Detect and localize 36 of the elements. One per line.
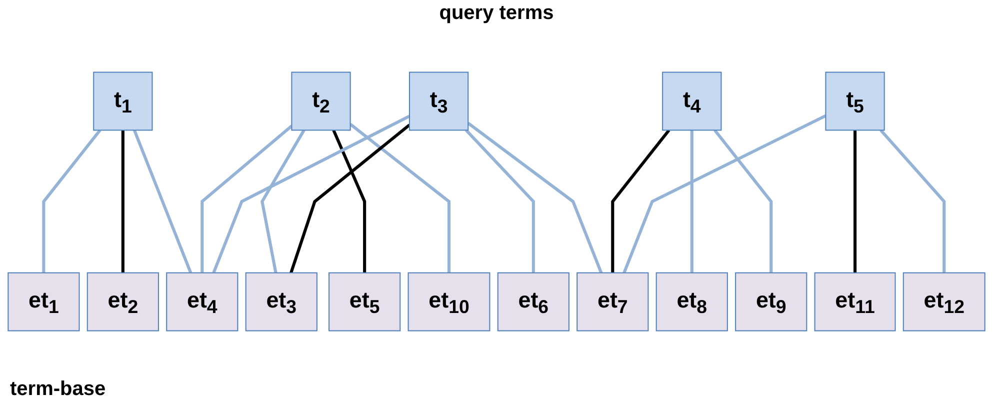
- node-box: et$_{10}$: [408, 272, 490, 332]
- connector: [880, 129, 946, 273]
- node-box: et$_{1}$: [8, 272, 80, 332]
- node-box: et$_{9}$: [735, 272, 808, 332]
- connector: [854, 130, 857, 273]
- node-box: et$_{8}$: [656, 272, 728, 332]
- connector: [714, 129, 773, 273]
- node-box: et$_{5}$: [328, 272, 401, 332]
- node-box: et$_{3}$: [245, 272, 318, 332]
- connector: [465, 129, 535, 273]
- connector: [467, 122, 603, 274]
- connector: [611, 129, 670, 273]
- node-box: et$_{11}$: [814, 272, 896, 332]
- connector: [290, 124, 410, 274]
- node-box: t$_{3}$: [408, 72, 469, 131]
- connector: [260, 129, 306, 274]
- node-box: t$_{4}$: [662, 72, 722, 131]
- node-box: et$_{6}$: [497, 272, 570, 332]
- connector: [132, 130, 192, 274]
- node-box: et$_{4}$: [166, 272, 238, 332]
- connector: [121, 130, 124, 273]
- connector: [690, 130, 694, 273]
- node-box: et$_{7}$: [576, 272, 649, 332]
- node-box: t$_{2}$: [291, 72, 351, 131]
- connector: [42, 129, 102, 273]
- node-box: et$_{2}$: [86, 272, 159, 332]
- node-box: t$_{5}$: [825, 72, 885, 131]
- connector: [212, 114, 410, 274]
- group-label: term-base: [10, 378, 106, 401]
- connector: [332, 130, 366, 273]
- connector: [349, 122, 451, 273]
- node-box: et$_{12}$: [902, 272, 986, 332]
- group-heading: query terms: [439, 2, 554, 25]
- node-box: t$_{1}$: [93, 72, 153, 131]
- connector: [200, 124, 293, 273]
- connector: [622, 114, 826, 274]
